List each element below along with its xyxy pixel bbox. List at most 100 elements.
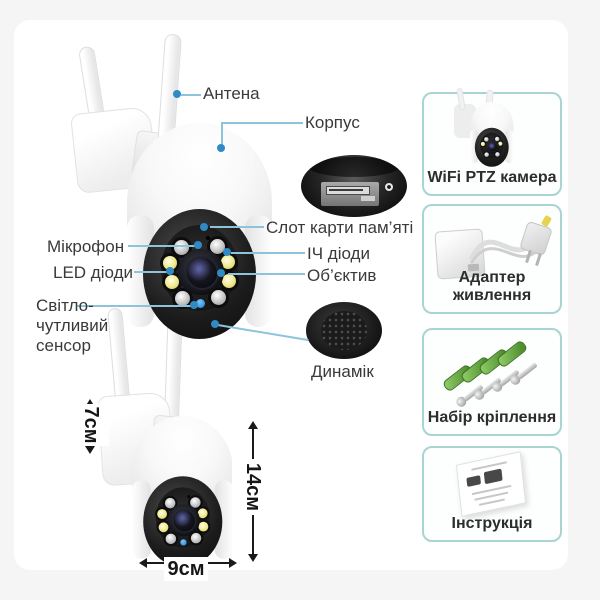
- label-light-sensor-line3: сенсор: [36, 336, 91, 355]
- arrowhead-up-icon: [248, 421, 258, 429]
- package-card-manual: Інструкція: [422, 446, 562, 542]
- ptz-camera-front: [127, 123, 272, 339]
- microphone-hole-icon: [206, 236, 210, 240]
- white-led-icon: [165, 275, 179, 289]
- callout-line-led-diodes: [134, 271, 168, 273]
- sd-slot-panel: [321, 182, 379, 206]
- callout-line-memory-slot: [210, 226, 264, 228]
- camera-yoke-left: [470, 129, 479, 164]
- label-lens: Об’єктив: [307, 266, 377, 285]
- callout-dot-microphone: [194, 241, 202, 249]
- ptz-camera-mini: [470, 102, 514, 167]
- screw-shaft: [516, 361, 538, 380]
- sd-card-edge: [329, 189, 363, 191]
- ir-led-icon: [175, 291, 190, 306]
- callout-dot-body: [217, 144, 225, 152]
- white-led-icon: [157, 509, 167, 519]
- lens-housing: [485, 139, 500, 154]
- label-led-diodes: LED діоди: [53, 263, 133, 282]
- lens-housing: [167, 504, 200, 537]
- callout-line-body-h: [221, 122, 303, 124]
- manual-text-line: [479, 498, 505, 506]
- arrowhead-down-icon: [248, 554, 258, 562]
- white-led-icon: [480, 141, 485, 147]
- callout-dot-memory-slot: [200, 223, 208, 231]
- callout-line-ir-diodes: [231, 252, 305, 254]
- manual-icon: [455, 451, 527, 517]
- microphone-hole-icon: [187, 495, 191, 498]
- callout-line-microphone: [128, 245, 196, 247]
- callout-line-light-sensor: [76, 305, 193, 307]
- arrowhead-up-icon: [85, 399, 95, 407]
- label-ir-diodes: ІЧ діоди: [307, 244, 370, 263]
- reset-hole-icon: [385, 183, 393, 191]
- arrowhead-down-icon: [85, 446, 95, 454]
- dimension-label-9cm: 9см: [164, 557, 208, 581]
- callout-dot-speaker: [211, 320, 219, 328]
- white-led-icon: [158, 522, 169, 533]
- wall-anchor-icon: [495, 339, 529, 369]
- package-item-label: Інструкція: [451, 515, 533, 532]
- ir-led-icon: [174, 240, 189, 255]
- label-antenna: Антена: [203, 84, 260, 103]
- callout-dot-light-sensor: [190, 301, 198, 309]
- ir-led-icon: [210, 239, 225, 254]
- package-card-adapter: Адаптер живлення: [422, 204, 562, 314]
- sd-card-slot-icon: [326, 186, 370, 195]
- label-light-sensor: Світло- чутливий сенсор: [36, 296, 108, 356]
- ir-led-icon: [495, 152, 500, 157]
- package-card-mounting-kit: Набір кріплення: [422, 328, 562, 436]
- callout-dot-antenna: [173, 90, 181, 98]
- ir-led-icon: [484, 137, 489, 142]
- lens-icon: [172, 509, 197, 533]
- mounting-kit-icon: [441, 339, 546, 409]
- ir-led-icon: [484, 152, 489, 157]
- package-card-camera: WiFi PTZ камера: [422, 87, 562, 196]
- callout-dot-ir-diodes: [223, 248, 231, 256]
- white-led-icon: [222, 274, 236, 288]
- callout-line-antenna: [181, 94, 201, 96]
- ptz-camera-front-small: [132, 416, 234, 568]
- ir-led-icon: [190, 532, 202, 544]
- status-led-icon: [180, 539, 187, 546]
- white-led-icon: [163, 256, 177, 270]
- camera-yoke-right: [505, 129, 514, 164]
- ir-led-icon: [494, 136, 500, 142]
- package-item-label: WiFi PTZ камера: [427, 169, 557, 186]
- label-microphone: Мікрофон: [47, 237, 125, 256]
- arrowhead-left-icon: [139, 558, 147, 568]
- label-memory-slot: Слот карти пам’яті: [266, 218, 414, 237]
- ir-led-icon: [190, 497, 201, 508]
- package-item-label: Набір кріплення: [427, 409, 557, 426]
- package-item-label: Адаптер живлення: [452, 269, 532, 304]
- image-canvas: Антена Корпус Слот карти пам’яті ІЧ діод…: [14, 20, 568, 581]
- label-speaker: Динамік: [311, 362, 374, 381]
- callout-line-body-v: [221, 122, 223, 148]
- inset-shading: [309, 157, 399, 177]
- manual-image: [466, 475, 482, 487]
- manual-image: [483, 468, 503, 485]
- camera-yoke-right: [214, 480, 234, 559]
- lens-icon: [487, 141, 498, 153]
- sd-label: [361, 196, 375, 201]
- white-led-icon: [197, 508, 208, 519]
- callout-dot-lens: [217, 269, 225, 277]
- label-light-sensor-line1: Світло-: [36, 296, 94, 315]
- callout-line-lens: [228, 273, 305, 275]
- arrowhead-right-icon: [229, 558, 237, 568]
- ir-led-icon: [211, 290, 226, 305]
- ir-led-icon: [165, 533, 177, 545]
- label-light-sensor-line2: чутливий: [36, 316, 109, 335]
- dimension-label-14cm: 14см: [232, 459, 274, 515]
- white-led-icon: [198, 521, 209, 532]
- status-led-icon: [196, 299, 205, 308]
- lens-housing: [178, 249, 224, 295]
- speaker-inset-photo: [306, 302, 382, 359]
- lens-icon: [185, 256, 219, 290]
- white-led-icon: [221, 255, 235, 269]
- white-led-icon: [498, 141, 503, 146]
- callout-dot-led-diodes: [166, 267, 174, 275]
- label-body: Корпус: [305, 113, 360, 132]
- dimension-label-7cm: 7см: [73, 404, 109, 446]
